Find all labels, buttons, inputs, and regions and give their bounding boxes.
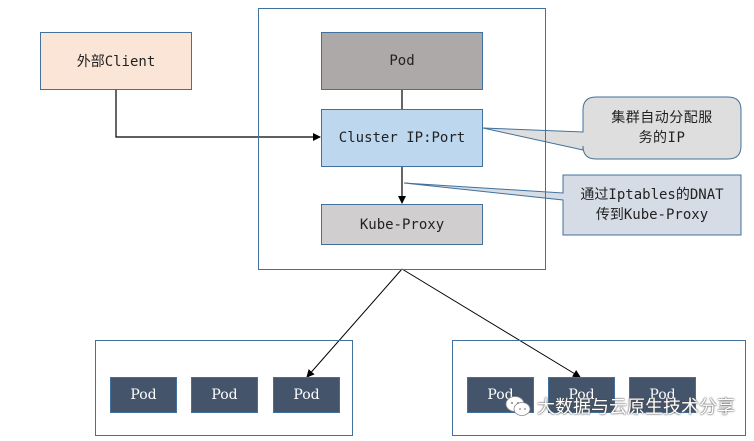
watermark: 大数据与云原生技术分享 bbox=[505, 393, 735, 419]
external-client-label: 外部Client bbox=[76, 54, 156, 70]
left-pod-1: Pod bbox=[110, 377, 177, 413]
callout-cluster-ip-text: 集群自动分配服 务的IP bbox=[586, 100, 738, 156]
node-container bbox=[258, 8, 546, 270]
client-to-cluster-arrow bbox=[115, 90, 321, 141]
watermark-text: 大数据与云原生技术分享 bbox=[537, 397, 735, 418]
callout-dnat-shape bbox=[403, 174, 742, 236]
cluster-ip-label: Cluster IP:Port bbox=[338, 130, 466, 146]
kube-proxy-box: Kube-Proxy bbox=[321, 204, 483, 245]
left-pod-2-label: Pod bbox=[211, 387, 238, 403]
kube-proxy-label: Kube-Proxy bbox=[359, 216, 445, 233]
node-to-right-pod-arrow bbox=[401, 268, 581, 378]
left-node-container bbox=[95, 340, 353, 436]
callout-dnat-line1: 通过Iptables的DNAT bbox=[580, 187, 724, 203]
external-client-box: 外部Client bbox=[40, 32, 192, 90]
left-pod-1-label: Pod bbox=[130, 387, 157, 403]
right-pod-2: Pod bbox=[548, 377, 615, 413]
node-to-left-pod-arrow bbox=[306, 268, 403, 378]
left-pod-3-label: Pod bbox=[293, 387, 320, 403]
callout-cluster-ip-line2: 务的IP bbox=[638, 130, 686, 146]
callout-dnat-text: 通过Iptables的DNAT 传到Kube-Proxy bbox=[566, 178, 738, 232]
cluster-ip-box: Cluster IP:Port bbox=[321, 109, 483, 167]
right-pod-2-label: Pod bbox=[568, 387, 595, 403]
right-pod-3-label: Pod bbox=[649, 387, 676, 403]
callout-dnat-line2: 传到Kube-Proxy bbox=[595, 207, 709, 223]
left-pod-3: Pod bbox=[273, 377, 340, 413]
callout-cluster-ip-shape bbox=[482, 96, 742, 160]
callout-cluster-ip-line1: 集群自动分配服 bbox=[611, 110, 713, 126]
right-pod-3: Pod bbox=[629, 377, 696, 413]
right-node-container bbox=[452, 340, 746, 436]
node-pod-label: Pod bbox=[389, 53, 415, 69]
right-pod-1-label: Pod bbox=[487, 387, 514, 403]
node-pod-box: Pod bbox=[321, 32, 483, 90]
wechat-icon bbox=[505, 396, 531, 416]
left-pod-2: Pod bbox=[191, 377, 258, 413]
